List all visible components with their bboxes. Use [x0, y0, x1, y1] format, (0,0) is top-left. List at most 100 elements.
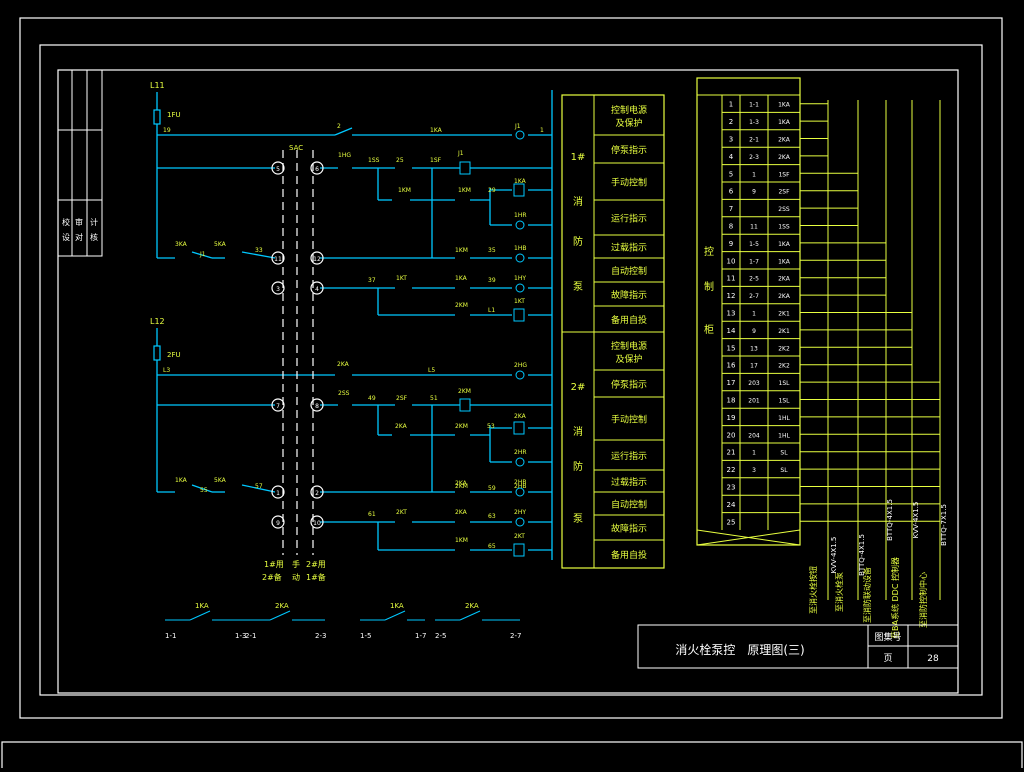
terminal-wire: 2-3 [749, 154, 759, 161]
inner-border-frame [39, 44, 983, 696]
switch-sac-label: SAC [289, 144, 303, 152]
sw-1ss: 1HG [338, 152, 351, 159]
terminal-number: 2 [315, 490, 319, 497]
cable-spec: BTTQ-4X1.5 [858, 534, 866, 576]
contact-2ka-d: 2KA [455, 509, 468, 516]
terminal-no: 15 [727, 344, 736, 352]
node-65: 65 [488, 543, 496, 550]
terminal-wire: 1 [752, 171, 756, 178]
terminal-number: 11 [274, 256, 282, 263]
node-j1c: J1 [199, 251, 206, 258]
aux-contact-label: 1KA [195, 602, 209, 610]
lamp-2hg [515, 370, 525, 380]
contact-1kt: 1KT [396, 275, 407, 282]
terminal-device: 1SS [778, 224, 790, 231]
terminal-no: 4 [729, 153, 734, 161]
lamp-2hr [515, 457, 525, 467]
cable-destination: 至消防控制中心 [918, 572, 928, 628]
cable-destination: 至消火栓泵 [834, 572, 844, 612]
cable-spec: BTTQ-4X1.5 [886, 499, 894, 541]
terminal-device: 1SL [779, 398, 791, 405]
node-19: 19 [163, 127, 171, 134]
node-2: 1 [540, 127, 544, 134]
page-number: 28 [927, 654, 939, 664]
pump-section-label: 防 [573, 235, 583, 248]
drawing-frames [1, 17, 1023, 772]
terminal-circle [271, 515, 285, 529]
title-text: 消火栓泵控 原理图(三) [675, 642, 804, 657]
terminal-circle [271, 281, 285, 295]
terminal-device: 2SS [778, 206, 790, 213]
pump-section-label: 1# [571, 152, 586, 163]
node-j1: 1KA [430, 127, 443, 134]
terminal-number: 4 [315, 286, 319, 293]
contact-1sf: 25 [396, 157, 404, 164]
aux-contact [269, 610, 291, 621]
outer-sheet-frame [19, 17, 1003, 719]
node-l5: L5 [428, 367, 435, 374]
lamp-2hr-label: 2HR [514, 449, 527, 456]
contact-2sf: 2SF [396, 395, 408, 402]
node-51: 51 [430, 395, 438, 402]
terminal-no: 21 [727, 449, 736, 457]
title-block [637, 624, 959, 669]
terminal-wire: 13 [750, 345, 758, 352]
terminal-number: 7 [276, 403, 280, 410]
terminal-wire: 1-7 [749, 258, 759, 265]
lamp-1hy [515, 283, 525, 293]
terminal-device: 2SF [778, 189, 790, 196]
terminal-number: 3 [276, 286, 280, 293]
terminal-device: 2K1 [778, 311, 790, 318]
terminal-device: 2KA [778, 154, 791, 161]
function-2-label: 自动控制 [611, 499, 647, 511]
terminal-circle [310, 398, 324, 412]
contact-2km: 2KM [455, 302, 468, 309]
node-l1: L1 [488, 307, 495, 314]
node-61: 61 [368, 511, 376, 518]
terminal-device: 2KA [778, 137, 791, 144]
terminal-number: 10 [313, 520, 321, 527]
side-strip-label: 计 [90, 217, 98, 227]
contact-1km-d: 1KM [455, 537, 468, 544]
pump-section-label: 消 [573, 195, 583, 208]
pump-section-label: 泵 [573, 281, 583, 293]
coil-2kt [513, 543, 525, 557]
contact-5ka-b: 5KA [214, 477, 227, 484]
lamp-1hb-label: 1HB [514, 245, 526, 252]
terminal-number: 5 [276, 166, 280, 173]
aux-contact [459, 610, 481, 621]
terminal-wire: 2-5 [749, 276, 759, 283]
terminal-circle [271, 161, 285, 175]
mode-manual-1: 手 [292, 559, 300, 569]
terminal-no: 18 [727, 397, 736, 405]
coil-1ka [513, 183, 525, 197]
function-1-label: 自动控制 [611, 265, 647, 277]
node-53: 53 [487, 423, 495, 430]
terminal-wire: 2-1 [749, 137, 759, 144]
terminal-no: 22 [727, 466, 736, 474]
terminal-block-title: 柜 [704, 323, 714, 336]
terminal-circle [310, 281, 324, 295]
terminal-device: 2K1 [778, 328, 790, 335]
coil-1kt-label: 1KT [514, 298, 525, 305]
contact-3ka: 3KA [175, 241, 188, 248]
lamp-2hb [515, 487, 525, 497]
side-strip-label: 校 [62, 217, 70, 227]
coil-1ka-label: 1KA [514, 178, 527, 185]
cable-spec: KVV-4X1.5 [912, 502, 920, 539]
terminal-wire: 17 [750, 363, 758, 370]
wire [241, 484, 276, 493]
terminal-wire: 1-1 [749, 102, 759, 109]
terminal-circle [310, 161, 324, 175]
terminal-no: 17 [727, 379, 736, 387]
lamp-1hy-label: 1HY [514, 275, 526, 282]
atlas-label: 图集号 [874, 631, 901, 643]
terminal-wire: 11 [750, 224, 758, 231]
contact-2kt: 2KT [396, 509, 407, 516]
coil-1km-label: J1 [457, 150, 464, 157]
function-2-label: 备用自投 [611, 549, 647, 561]
contact-1ka-b: 1KA [455, 275, 468, 282]
aux-terminal-label: 2-5 [435, 632, 446, 640]
